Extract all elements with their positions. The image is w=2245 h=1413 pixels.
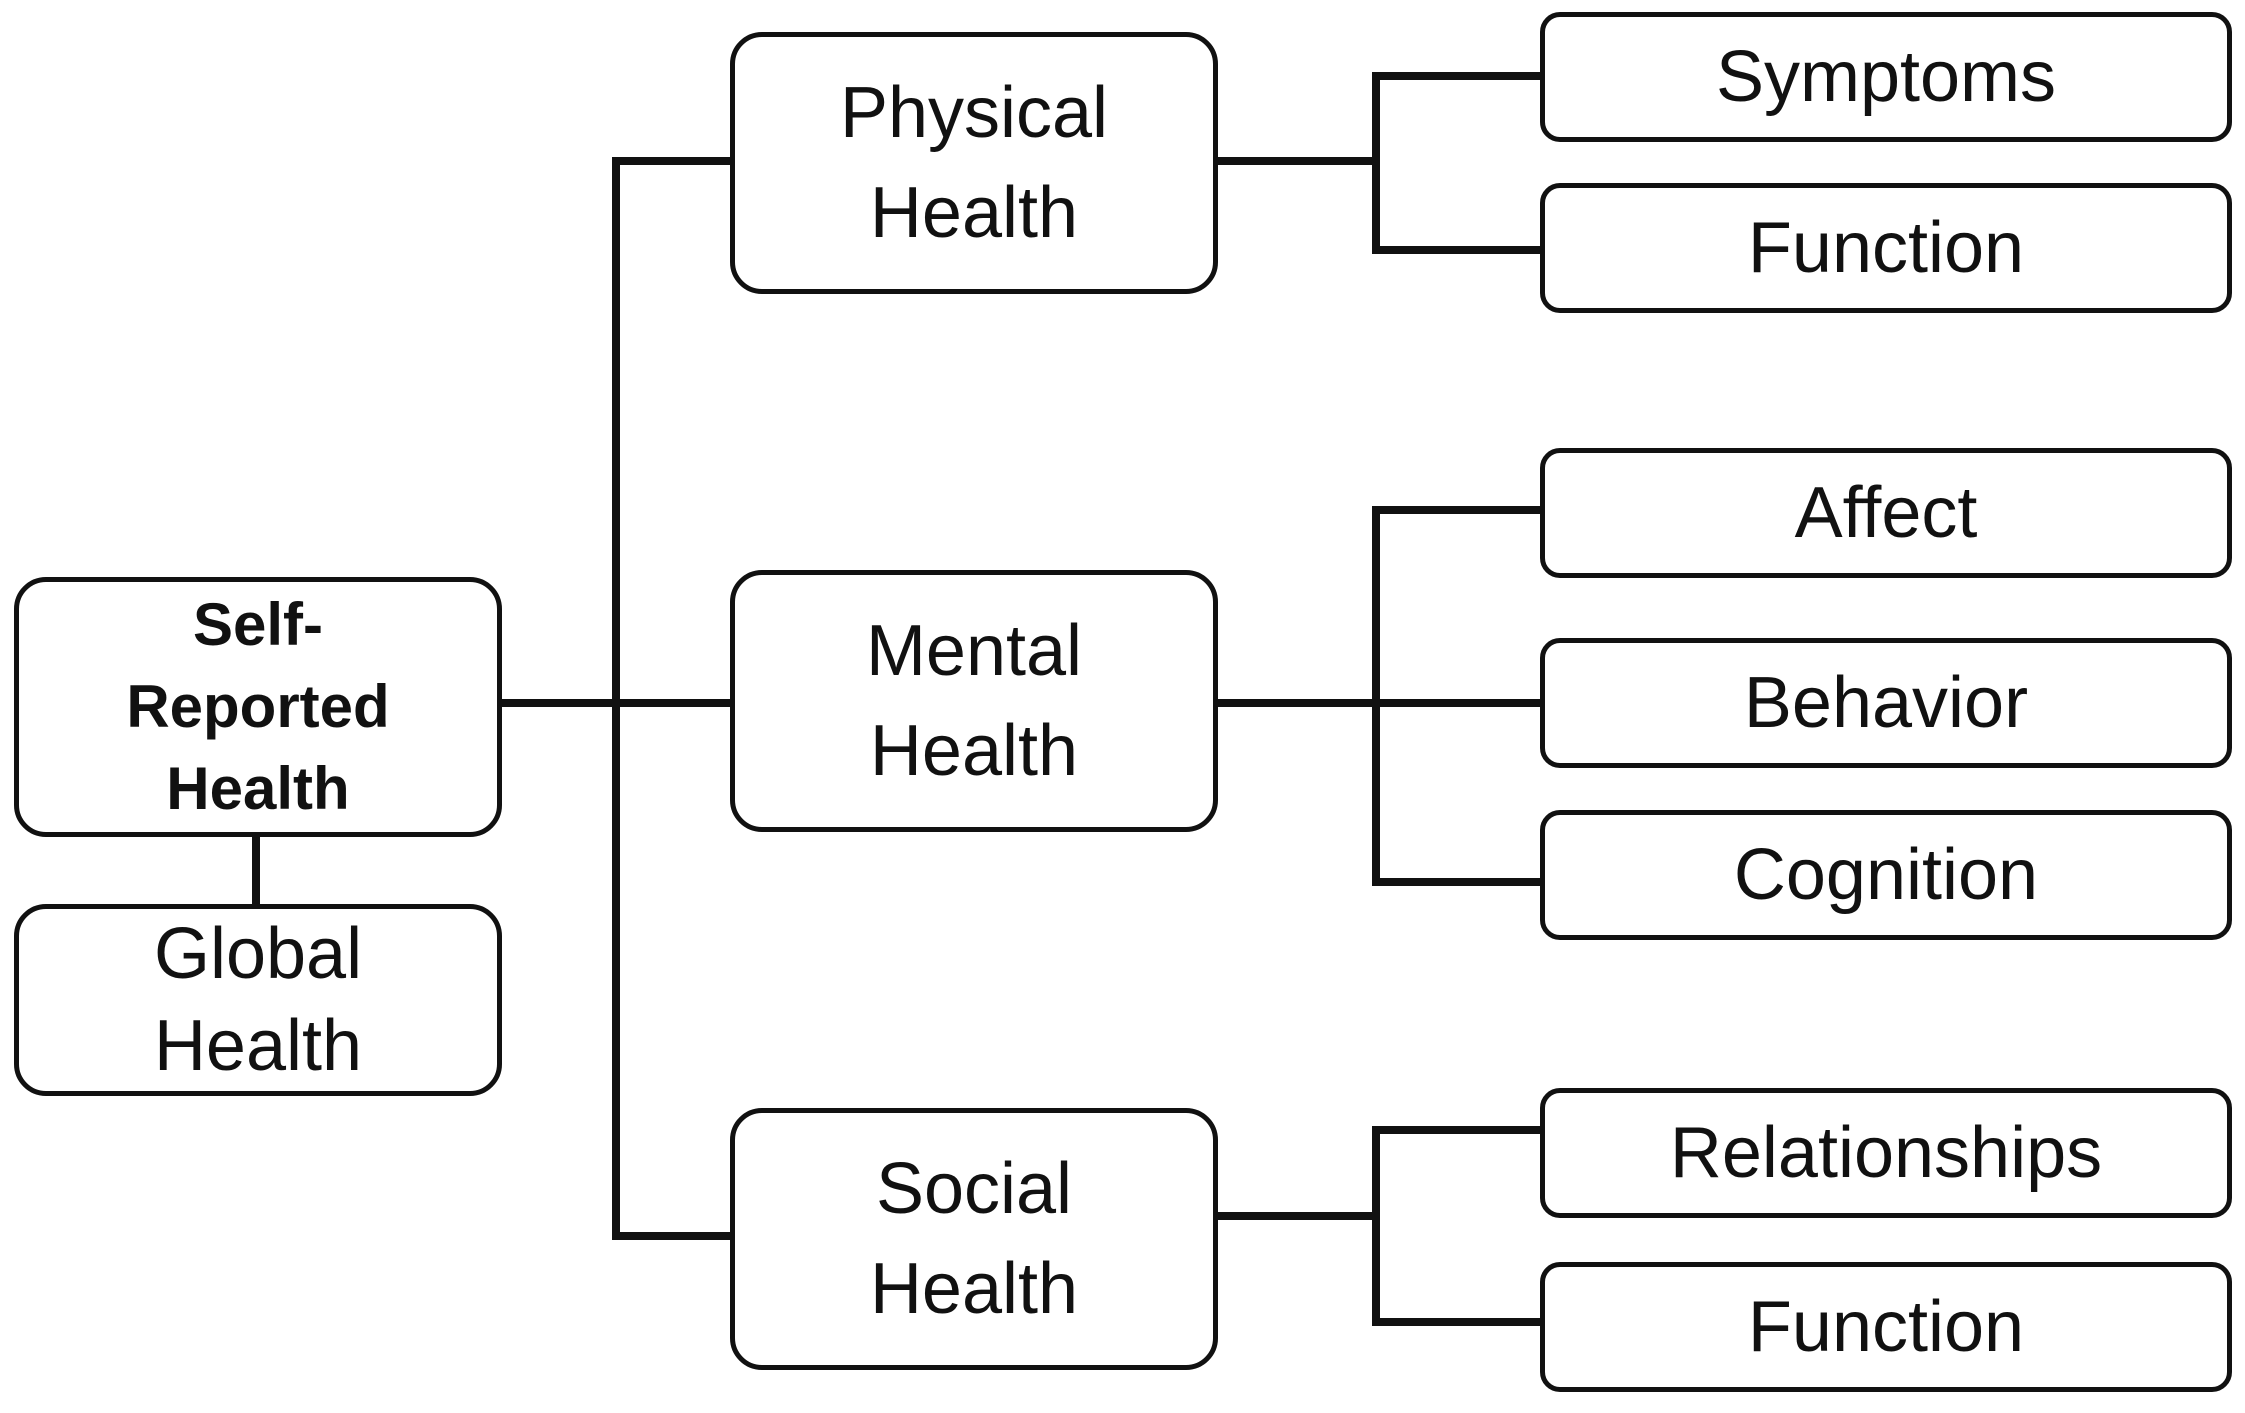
node-self-reported-health: Self- Reported Health bbox=[14, 577, 502, 837]
node-symptoms: Symptoms bbox=[1540, 12, 2232, 142]
node-label: Self- Reported Health bbox=[126, 591, 390, 822]
node-label: Global Health bbox=[153, 914, 363, 1086]
node-label: Symptoms bbox=[1715, 37, 2057, 117]
node-relationships: Relationships bbox=[1540, 1088, 2232, 1218]
node-mental-health: Mental Health bbox=[730, 570, 1218, 832]
node-label: Function bbox=[1747, 1287, 2025, 1367]
node-label: Social Health bbox=[869, 1149, 1079, 1329]
node-label: Function bbox=[1747, 208, 2025, 288]
node-physical-health: Physical Health bbox=[730, 32, 1218, 294]
node-physical-function: Function bbox=[1540, 183, 2232, 313]
node-cognition: Cognition bbox=[1540, 810, 2232, 940]
node-label: Mental Health bbox=[865, 611, 1083, 791]
node-social-function: Function bbox=[1540, 1262, 2232, 1392]
node-label: Relationships bbox=[1669, 1113, 2103, 1193]
node-social-health: Social Health bbox=[730, 1108, 1218, 1370]
node-label: Cognition bbox=[1733, 835, 2039, 915]
node-affect: Affect bbox=[1540, 448, 2232, 578]
node-label: Physical Health bbox=[839, 73, 1109, 253]
node-global-health: Global Health bbox=[14, 904, 502, 1096]
node-behavior: Behavior bbox=[1540, 638, 2232, 768]
node-label: Behavior bbox=[1743, 663, 2029, 743]
node-label: Affect bbox=[1794, 473, 1978, 553]
